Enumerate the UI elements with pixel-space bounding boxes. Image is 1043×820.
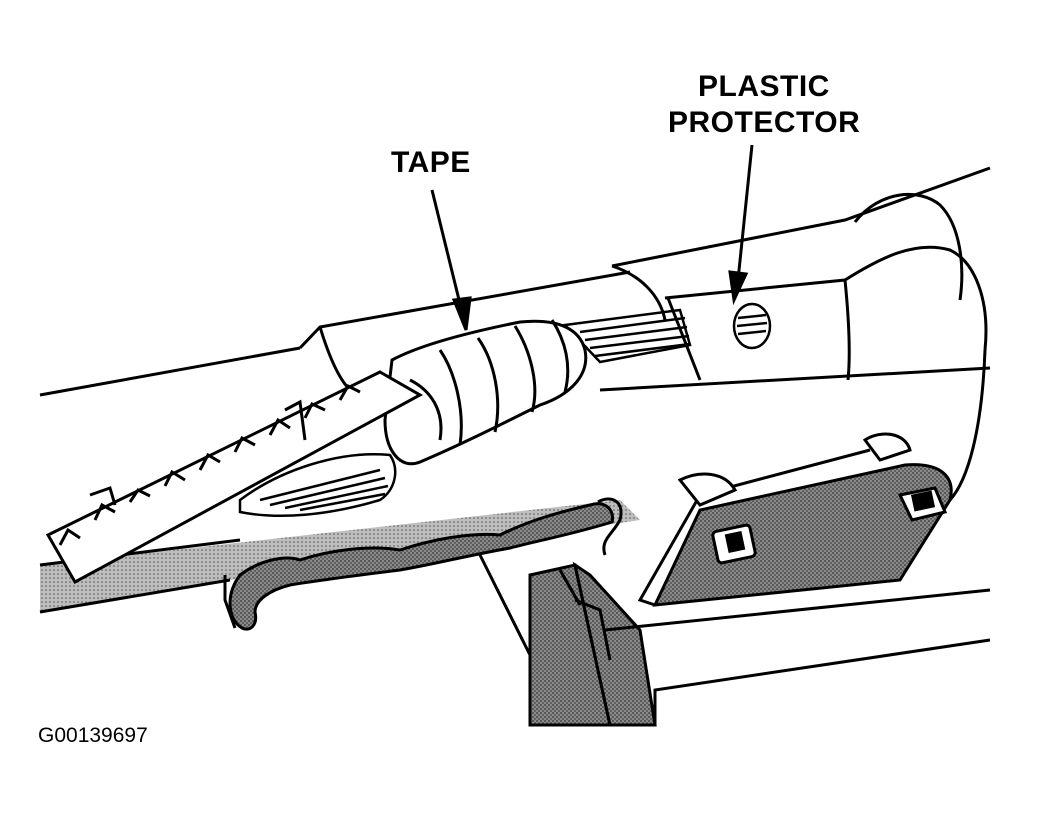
wire-harness: [562, 308, 692, 364]
connector-blade: [45, 370, 424, 585]
clock-spring: [238, 453, 397, 518]
support-block: [528, 561, 991, 727]
taped-cable: [383, 319, 588, 466]
protector-leader-line: [736, 144, 754, 281]
figure-id: G00139697: [38, 724, 148, 747]
leader-arrows: [430, 144, 754, 331]
column-housing: [39, 166, 991, 614]
tape-label: TAPE: [391, 146, 471, 179]
retaining-clip: [223, 497, 623, 656]
protector-arrowhead: [728, 270, 749, 306]
tape-leader-line: [430, 189, 464, 313]
tape-arrowhead: [451, 296, 472, 331]
plastic-protector-label-line1: PLASTIC: [698, 70, 830, 103]
plastic-protector-label-line2: PROTECTOR: [668, 106, 861, 139]
plastic-protector: [666, 297, 772, 381]
mounting-bracket: [637, 432, 953, 607]
